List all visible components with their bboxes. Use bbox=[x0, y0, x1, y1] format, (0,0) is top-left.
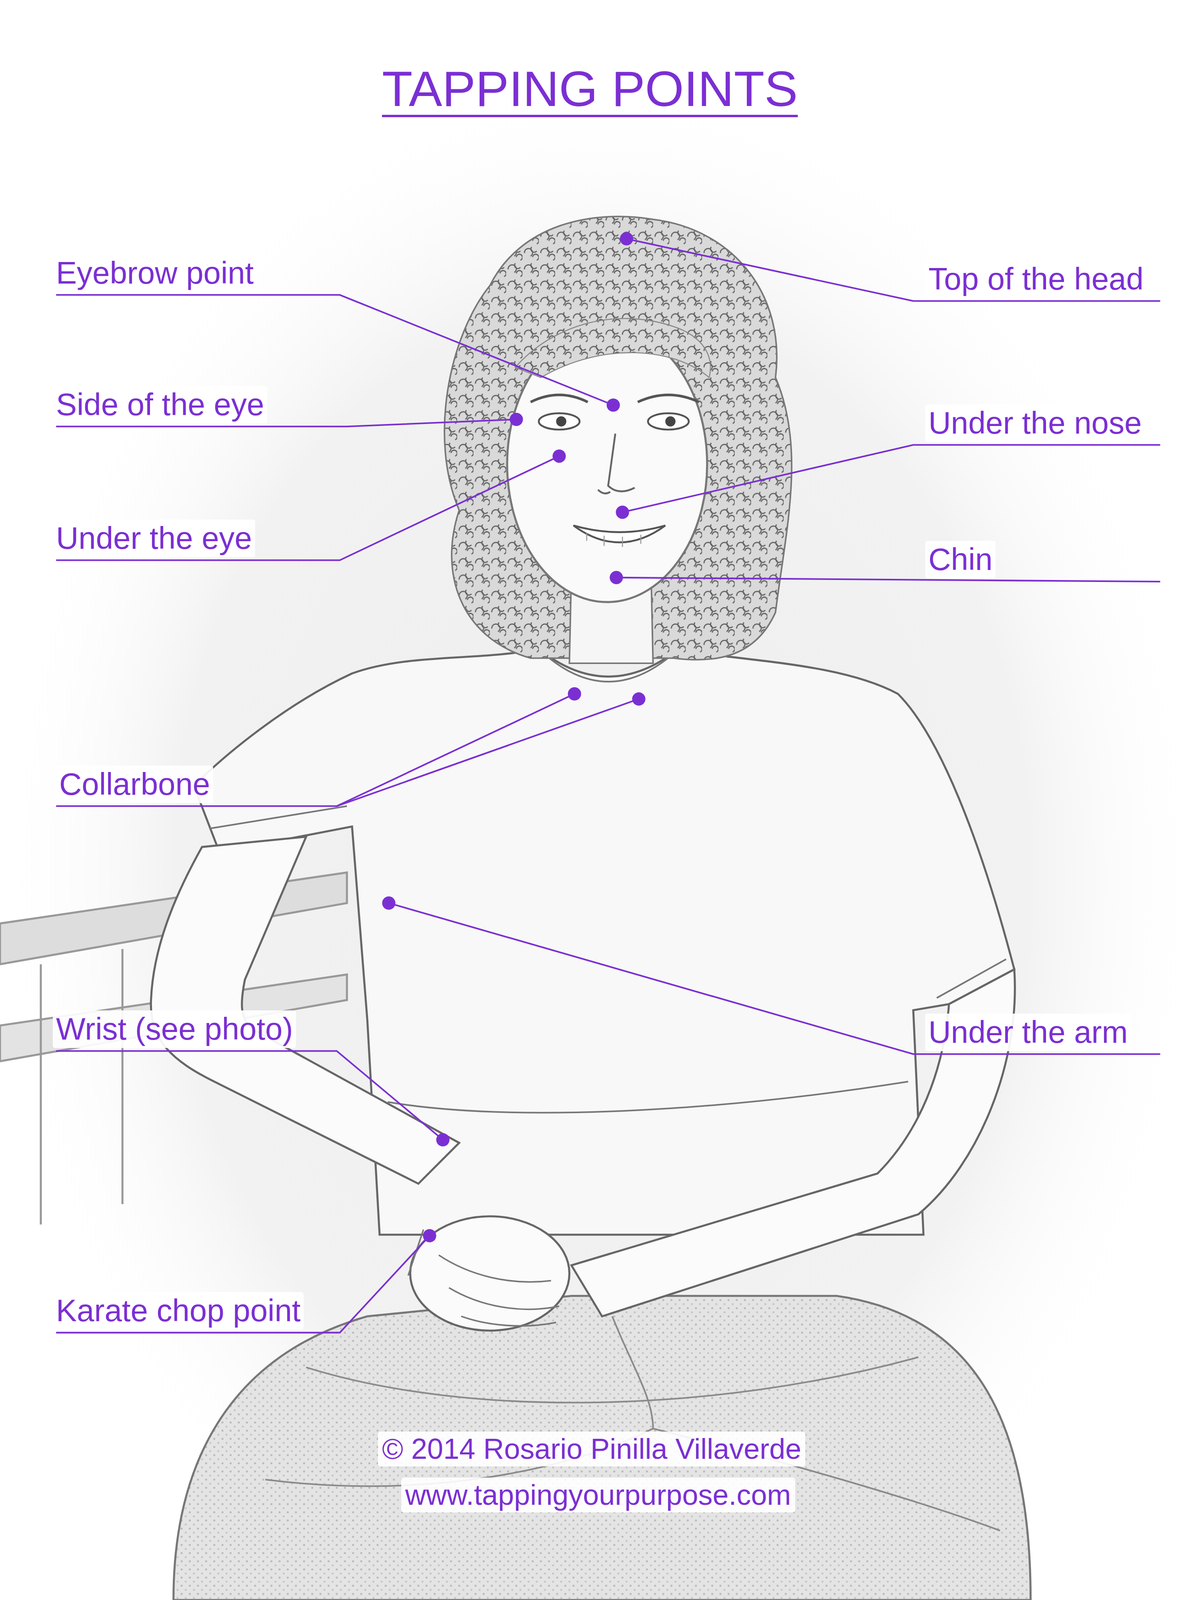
fringe bbox=[515, 318, 711, 378]
tapping-dot bbox=[568, 687, 582, 701]
leader-line bbox=[626, 238, 1160, 302]
website-url: www.tappingyourpurpose.com bbox=[401, 1477, 796, 1513]
point-label: Side of the eye bbox=[52, 386, 268, 424]
leader-line bbox=[56, 1051, 443, 1140]
tapping-dot bbox=[422, 1229, 436, 1243]
point-label: Under the arm bbox=[925, 1013, 1132, 1052]
t-shirt bbox=[194, 648, 1015, 1235]
teeth bbox=[586, 532, 641, 548]
clasped-hands bbox=[410, 1216, 570, 1331]
bench-leg bbox=[40, 948, 123, 1225]
pupil bbox=[665, 416, 676, 427]
point-label: Karate chop point bbox=[52, 1292, 304, 1330]
tapping-dot bbox=[382, 896, 396, 910]
tapping-dot bbox=[606, 398, 620, 412]
pupil bbox=[556, 416, 567, 427]
point-label: Wrist (see photo) bbox=[52, 1010, 296, 1048]
point-label: Under the nose bbox=[925, 404, 1145, 442]
tapping-dot bbox=[436, 1133, 450, 1147]
leader-line bbox=[616, 577, 1161, 582]
tapping-dot bbox=[552, 449, 566, 463]
leader-line bbox=[388, 903, 1161, 1055]
eye bbox=[538, 413, 580, 430]
leg-folds bbox=[265, 1316, 1000, 1531]
tapping-dot bbox=[616, 505, 630, 519]
tapping-dot bbox=[620, 232, 634, 246]
point-label: Eyebrow point bbox=[52, 254, 257, 292]
copyright-note: © 2014 Rosario Pinilla Villaverde bbox=[378, 1431, 806, 1467]
tapping-dot bbox=[632, 692, 646, 706]
nose bbox=[598, 433, 635, 494]
diagram-title: TAPPING POINTS bbox=[382, 60, 798, 118]
eye bbox=[648, 413, 689, 430]
background-halo bbox=[0, 61, 1200, 1600]
tapping-dot bbox=[509, 412, 523, 426]
crossed-legs bbox=[173, 1296, 1031, 1600]
shirt-seams bbox=[209, 648, 1006, 1113]
point-label: Top of the head bbox=[925, 260, 1147, 298]
curly-hair bbox=[444, 216, 792, 660]
point-label: Under the eye bbox=[52, 519, 256, 558]
tapping-dots bbox=[382, 232, 646, 1243]
fingers bbox=[408, 1229, 560, 1326]
point-label: Collarbone bbox=[56, 765, 214, 804]
leader-line bbox=[336, 698, 639, 806]
point-label: Chin bbox=[925, 540, 996, 579]
leader-line bbox=[622, 444, 1160, 512]
tapping-dot bbox=[609, 570, 623, 584]
